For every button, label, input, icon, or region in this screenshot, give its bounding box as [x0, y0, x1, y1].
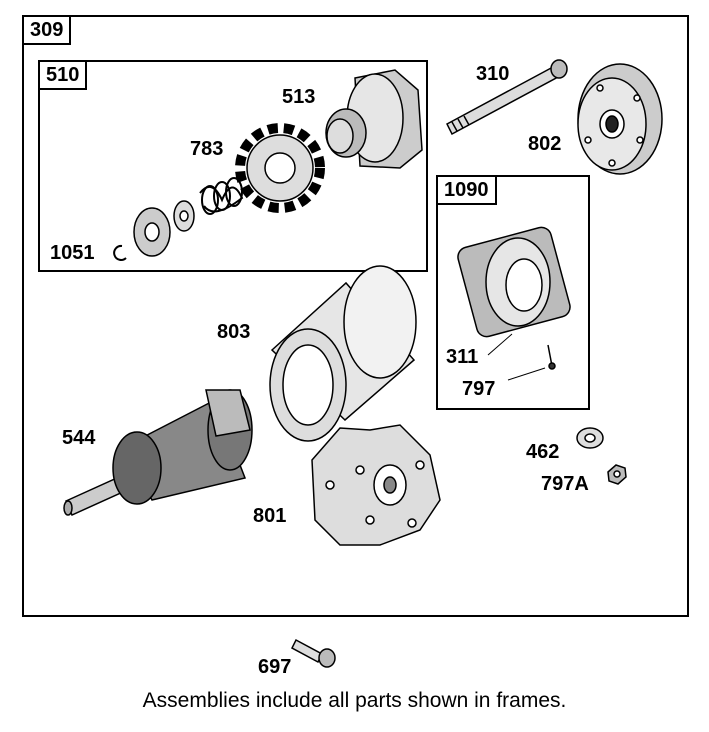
label-part-802: 802: [528, 133, 562, 155]
retaining-ring-part-1051: [113, 244, 127, 261]
nut-part-797A: [607, 464, 627, 485]
main-frame-309: 309: [22, 15, 689, 617]
washer-part-462: [576, 427, 604, 449]
label-part-1051: 1051: [50, 242, 95, 264]
frame-tag-510: 510: [38, 60, 88, 90]
frame-510-starter-drive: 510: [38, 60, 428, 272]
frame-tag-309: 309: [22, 15, 72, 45]
label-part-797A: 797A: [541, 473, 589, 495]
frame-tag-1090: 1090: [436, 175, 497, 205]
brush-holder-part-1090: [457, 226, 571, 370]
label-part-513: 513: [282, 86, 316, 108]
spring-part-783: [199, 177, 244, 215]
washer-part-510: [173, 200, 195, 232]
end-cap-part-802: [577, 63, 663, 175]
assemblies-caption: Assemblies include all parts shown in fr…: [142, 689, 567, 712]
label-part-697: 697: [258, 656, 292, 678]
label-part-311: 311: [446, 346, 479, 368]
drive-housing-part-513: [325, 69, 423, 169]
frame-1090-brush-assembly: 1090: [436, 175, 590, 410]
motor-housing-part-803: [269, 265, 417, 442]
through-bolt-part-310: [446, 59, 568, 136]
label-part-310: 310: [476, 63, 510, 85]
stop-collar-part-510: [133, 207, 171, 257]
label-part-462: 462: [526, 441, 560, 463]
pinion-gear-part-783: [235, 123, 325, 213]
label-part-797: 797: [462, 378, 496, 400]
armature-part-544: [63, 389, 253, 516]
screw-part-697: [291, 638, 336, 668]
label-part-803: 803: [217, 321, 251, 343]
mounting-bracket-part-801: [311, 424, 441, 546]
leader-lines: [487, 333, 546, 381]
label-part-544: 544: [62, 427, 96, 449]
label-part-801: 801: [253, 505, 287, 527]
label-part-783: 783: [190, 138, 224, 160]
